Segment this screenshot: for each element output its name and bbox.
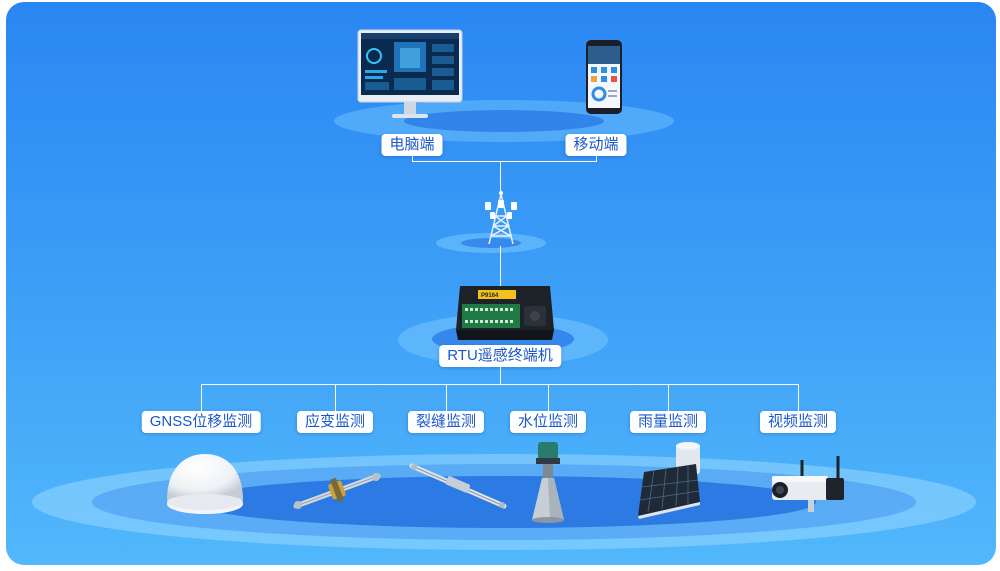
diagram-canvas: 电脑端 移动端 P9164 [6,2,996,565]
connector-drop-4 [548,384,549,411]
connector-rtu-to-bus [500,364,501,385]
connector-top-horizontal [412,161,597,162]
sensor-label-water: 水位监测 [510,411,586,433]
sensor-label-gnss: GNSS位移监测 [142,411,261,433]
rtu-device-icon: P9164 [452,282,556,344]
connector-bus [201,384,798,385]
rtu-label: RTU遥感终端机 [439,345,561,367]
connector-drop-5 [668,384,669,411]
mobile-label: 移动端 [565,134,626,156]
rain-gauge-icon [634,442,706,522]
gnss-dome-icon [163,452,247,520]
crack-meter-icon [406,460,510,512]
connector-drop-1 [201,384,202,411]
connector-top-to-tower [500,161,501,193]
desktop-monitor-icon [358,30,468,120]
rtu-badge-text: P9164 [481,293,499,299]
sensor-label-rain: 雨量监测 [630,411,706,433]
connector-tower-to-rtu [500,246,501,286]
camera-icon [768,452,848,518]
computer-label: 电脑端 [381,134,442,156]
sensor-label-crack: 裂缝监测 [408,411,484,433]
strain-gauge-icon [292,468,384,516]
communication-tower-icon [480,190,522,246]
sensor-label-video: 视频监测 [760,411,836,433]
radar-level-icon [526,440,570,524]
sensor-label-strain: 应变监测 [297,411,373,433]
connector-drop-6 [798,384,799,411]
mobile-phone-icon [586,40,624,116]
connector-drop-3 [446,384,447,411]
connector-drop-2 [335,384,336,411]
